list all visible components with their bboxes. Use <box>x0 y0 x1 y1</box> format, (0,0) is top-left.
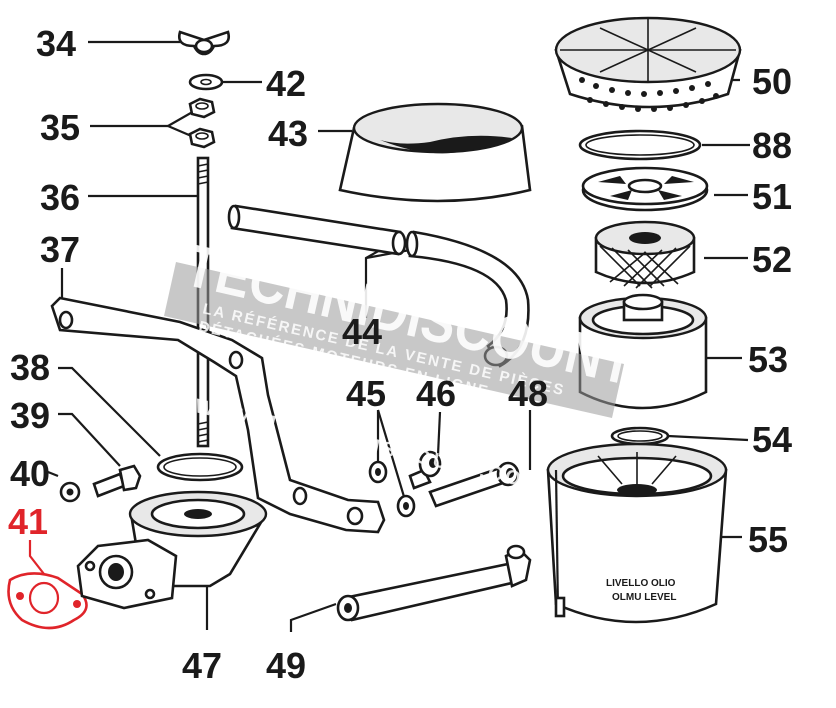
bolt-39-part <box>92 464 142 498</box>
label-50: 50 <box>752 61 792 102</box>
label-38: 38 <box>10 347 50 388</box>
label-42: 42 <box>266 63 306 104</box>
o-ring-part <box>610 426 670 446</box>
label-41: 41 <box>8 501 48 542</box>
label-40: 40 <box>10 453 50 494</box>
watermark-band <box>164 262 624 418</box>
label-49: 49 <box>266 645 306 686</box>
intake-funnel-part <box>338 102 532 203</box>
bowl-marking-line2: OLMU LEVEL <box>612 592 676 603</box>
label-55: 55 <box>748 519 788 560</box>
leader-41 <box>28 540 45 575</box>
mounting-bracket-part <box>50 296 386 534</box>
label-37: 37 <box>40 229 80 270</box>
label-46: 46 <box>416 373 456 414</box>
label-35: 35 <box>40 107 80 148</box>
perforation-holes <box>579 77 719 112</box>
label-53: 53 <box>748 339 788 380</box>
label-45: 45 <box>346 373 386 414</box>
washers-45-part <box>368 460 416 518</box>
label-44: 44 <box>342 311 382 352</box>
base-elbow-part <box>76 490 268 610</box>
oil-bowl-part: LIVELLO OLIO OLMU LEVEL <box>546 442 728 624</box>
nuts-part <box>188 97 216 149</box>
tube-49-part <box>336 544 532 622</box>
bolt-46-part <box>408 450 442 490</box>
label-34: 34 <box>36 23 76 64</box>
label-52: 52 <box>752 239 792 280</box>
label-88: 88 <box>752 125 792 166</box>
label-36: 36 <box>40 177 80 218</box>
gasket-ring-part <box>578 129 702 161</box>
part-labels: 34 42 35 43 50 88 36 51 37 52 44 53 38 4… <box>8 23 792 686</box>
label-39: 39 <box>10 395 50 436</box>
label-51: 51 <box>752 176 792 217</box>
label-48: 48 <box>508 373 548 414</box>
filter-cap-part <box>554 16 742 112</box>
wing-nut-part <box>178 30 230 56</box>
label-43: 43 <box>268 113 308 154</box>
bolt-48-part <box>428 461 520 508</box>
gasket-38-part <box>156 452 244 482</box>
spoked-disc-part <box>581 166 709 212</box>
washer-part <box>188 73 224 91</box>
washer-40-part <box>59 481 81 503</box>
filter-mesh-part <box>594 220 696 289</box>
label-54: 54 <box>752 419 792 460</box>
label-47: 47 <box>182 645 222 686</box>
bowl-marking-line1: LIVELLO OLIO <box>606 578 676 589</box>
flange-gasket-41-part <box>7 572 88 630</box>
